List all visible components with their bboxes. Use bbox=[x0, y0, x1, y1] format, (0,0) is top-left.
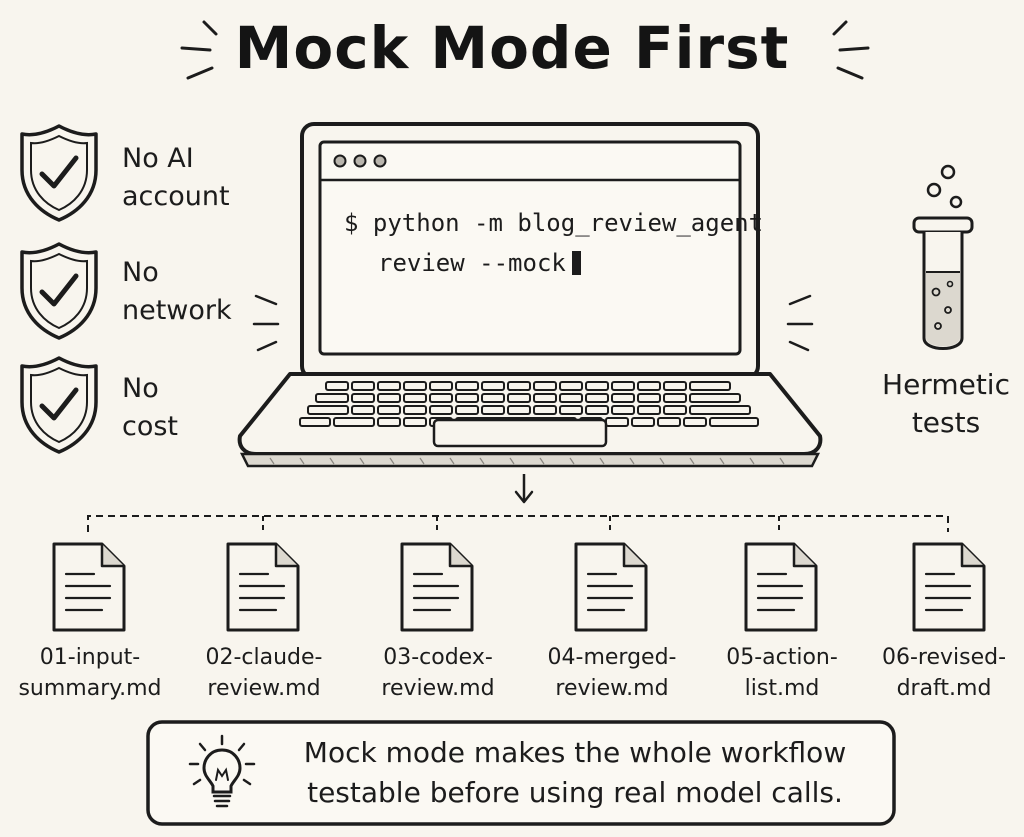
benefit-no-ai-account: No AI account bbox=[122, 140, 230, 216]
terminal-line-2: review --mock bbox=[378, 249, 566, 277]
file-label-line: 06-revised- bbox=[881, 645, 1007, 670]
side-label-line: tests bbox=[911, 406, 981, 439]
file-label-line: list.md bbox=[744, 676, 820, 701]
file-icon bbox=[52, 542, 126, 632]
benefit-no-network: No network bbox=[122, 254, 232, 330]
benefit-line: No bbox=[122, 257, 159, 288]
file-label-line: 05-action- bbox=[726, 645, 838, 670]
terminal-prompt: $ bbox=[344, 209, 359, 237]
file-icon bbox=[400, 542, 474, 632]
file-label-line: 01-input- bbox=[39, 645, 141, 670]
terminal-line-1: python -m blog_review_agent bbox=[372, 209, 764, 237]
file-label-revised-draft: 06-revised- draft.md bbox=[864, 642, 1024, 704]
hermetic-tests-label: Hermetic tests bbox=[866, 366, 1024, 442]
file-label-line: summary.md bbox=[18, 676, 162, 701]
file-label-line: 02-claude- bbox=[205, 645, 323, 670]
file-label-codex-review: 03-codex- review.md bbox=[358, 642, 518, 704]
test-tube-icon bbox=[912, 164, 974, 350]
file-icon bbox=[744, 542, 818, 632]
laptop-icon bbox=[237, 122, 823, 468]
file-label-line: review.md bbox=[207, 676, 321, 701]
file-icon bbox=[912, 542, 986, 632]
file-label-input-summary: 01-input- summary.md bbox=[10, 642, 170, 704]
laptop-emphasis-left-icon bbox=[252, 294, 280, 352]
lightbulb-icon bbox=[188, 734, 256, 808]
page-title: Mock Mode First bbox=[234, 14, 790, 82]
file-label-line: review.md bbox=[381, 676, 495, 701]
file-label-claude-review: 02-claude- review.md bbox=[184, 642, 344, 704]
benefit-line: No bbox=[122, 373, 159, 404]
benefit-line: network bbox=[122, 295, 232, 326]
benefit-line: No AI bbox=[122, 143, 194, 174]
title-sparkle-right-icon bbox=[832, 20, 870, 80]
benefit-line: account bbox=[122, 181, 230, 212]
file-icon bbox=[226, 542, 300, 632]
callout-line: testable before using real model calls. bbox=[307, 776, 843, 809]
shield-check-icon bbox=[20, 124, 98, 222]
file-label-merged-review: 04-merged- review.md bbox=[532, 642, 692, 704]
file-icon bbox=[574, 542, 648, 632]
file-label-line: 04-merged- bbox=[547, 645, 677, 670]
file-label-line: 03-codex- bbox=[383, 645, 493, 670]
terminal-command: $ python -m blog_review_agent bbox=[344, 200, 763, 246]
file-label-line: review.md bbox=[555, 676, 669, 701]
file-label-line: draft.md bbox=[896, 676, 992, 701]
shield-check-icon bbox=[20, 356, 98, 454]
callout-line: Mock mode makes the whole workflow bbox=[303, 736, 847, 769]
terminal-command-continuation: review --mock bbox=[378, 240, 581, 286]
callout-box bbox=[146, 720, 896, 826]
shield-check-icon bbox=[20, 242, 98, 340]
file-label-action-list: 05-action- list.md bbox=[702, 642, 862, 704]
output-connector bbox=[87, 474, 949, 532]
side-label-line: Hermetic bbox=[882, 368, 1010, 401]
laptop-emphasis-right-icon bbox=[786, 294, 814, 352]
title-sparkle-left-icon bbox=[180, 20, 218, 80]
callout-message: Mock mode makes the whole workflow testa… bbox=[280, 733, 870, 813]
terminal-cursor bbox=[571, 251, 581, 275]
benefit-line: cost bbox=[122, 411, 179, 442]
benefit-no-cost: No cost bbox=[122, 370, 178, 446]
